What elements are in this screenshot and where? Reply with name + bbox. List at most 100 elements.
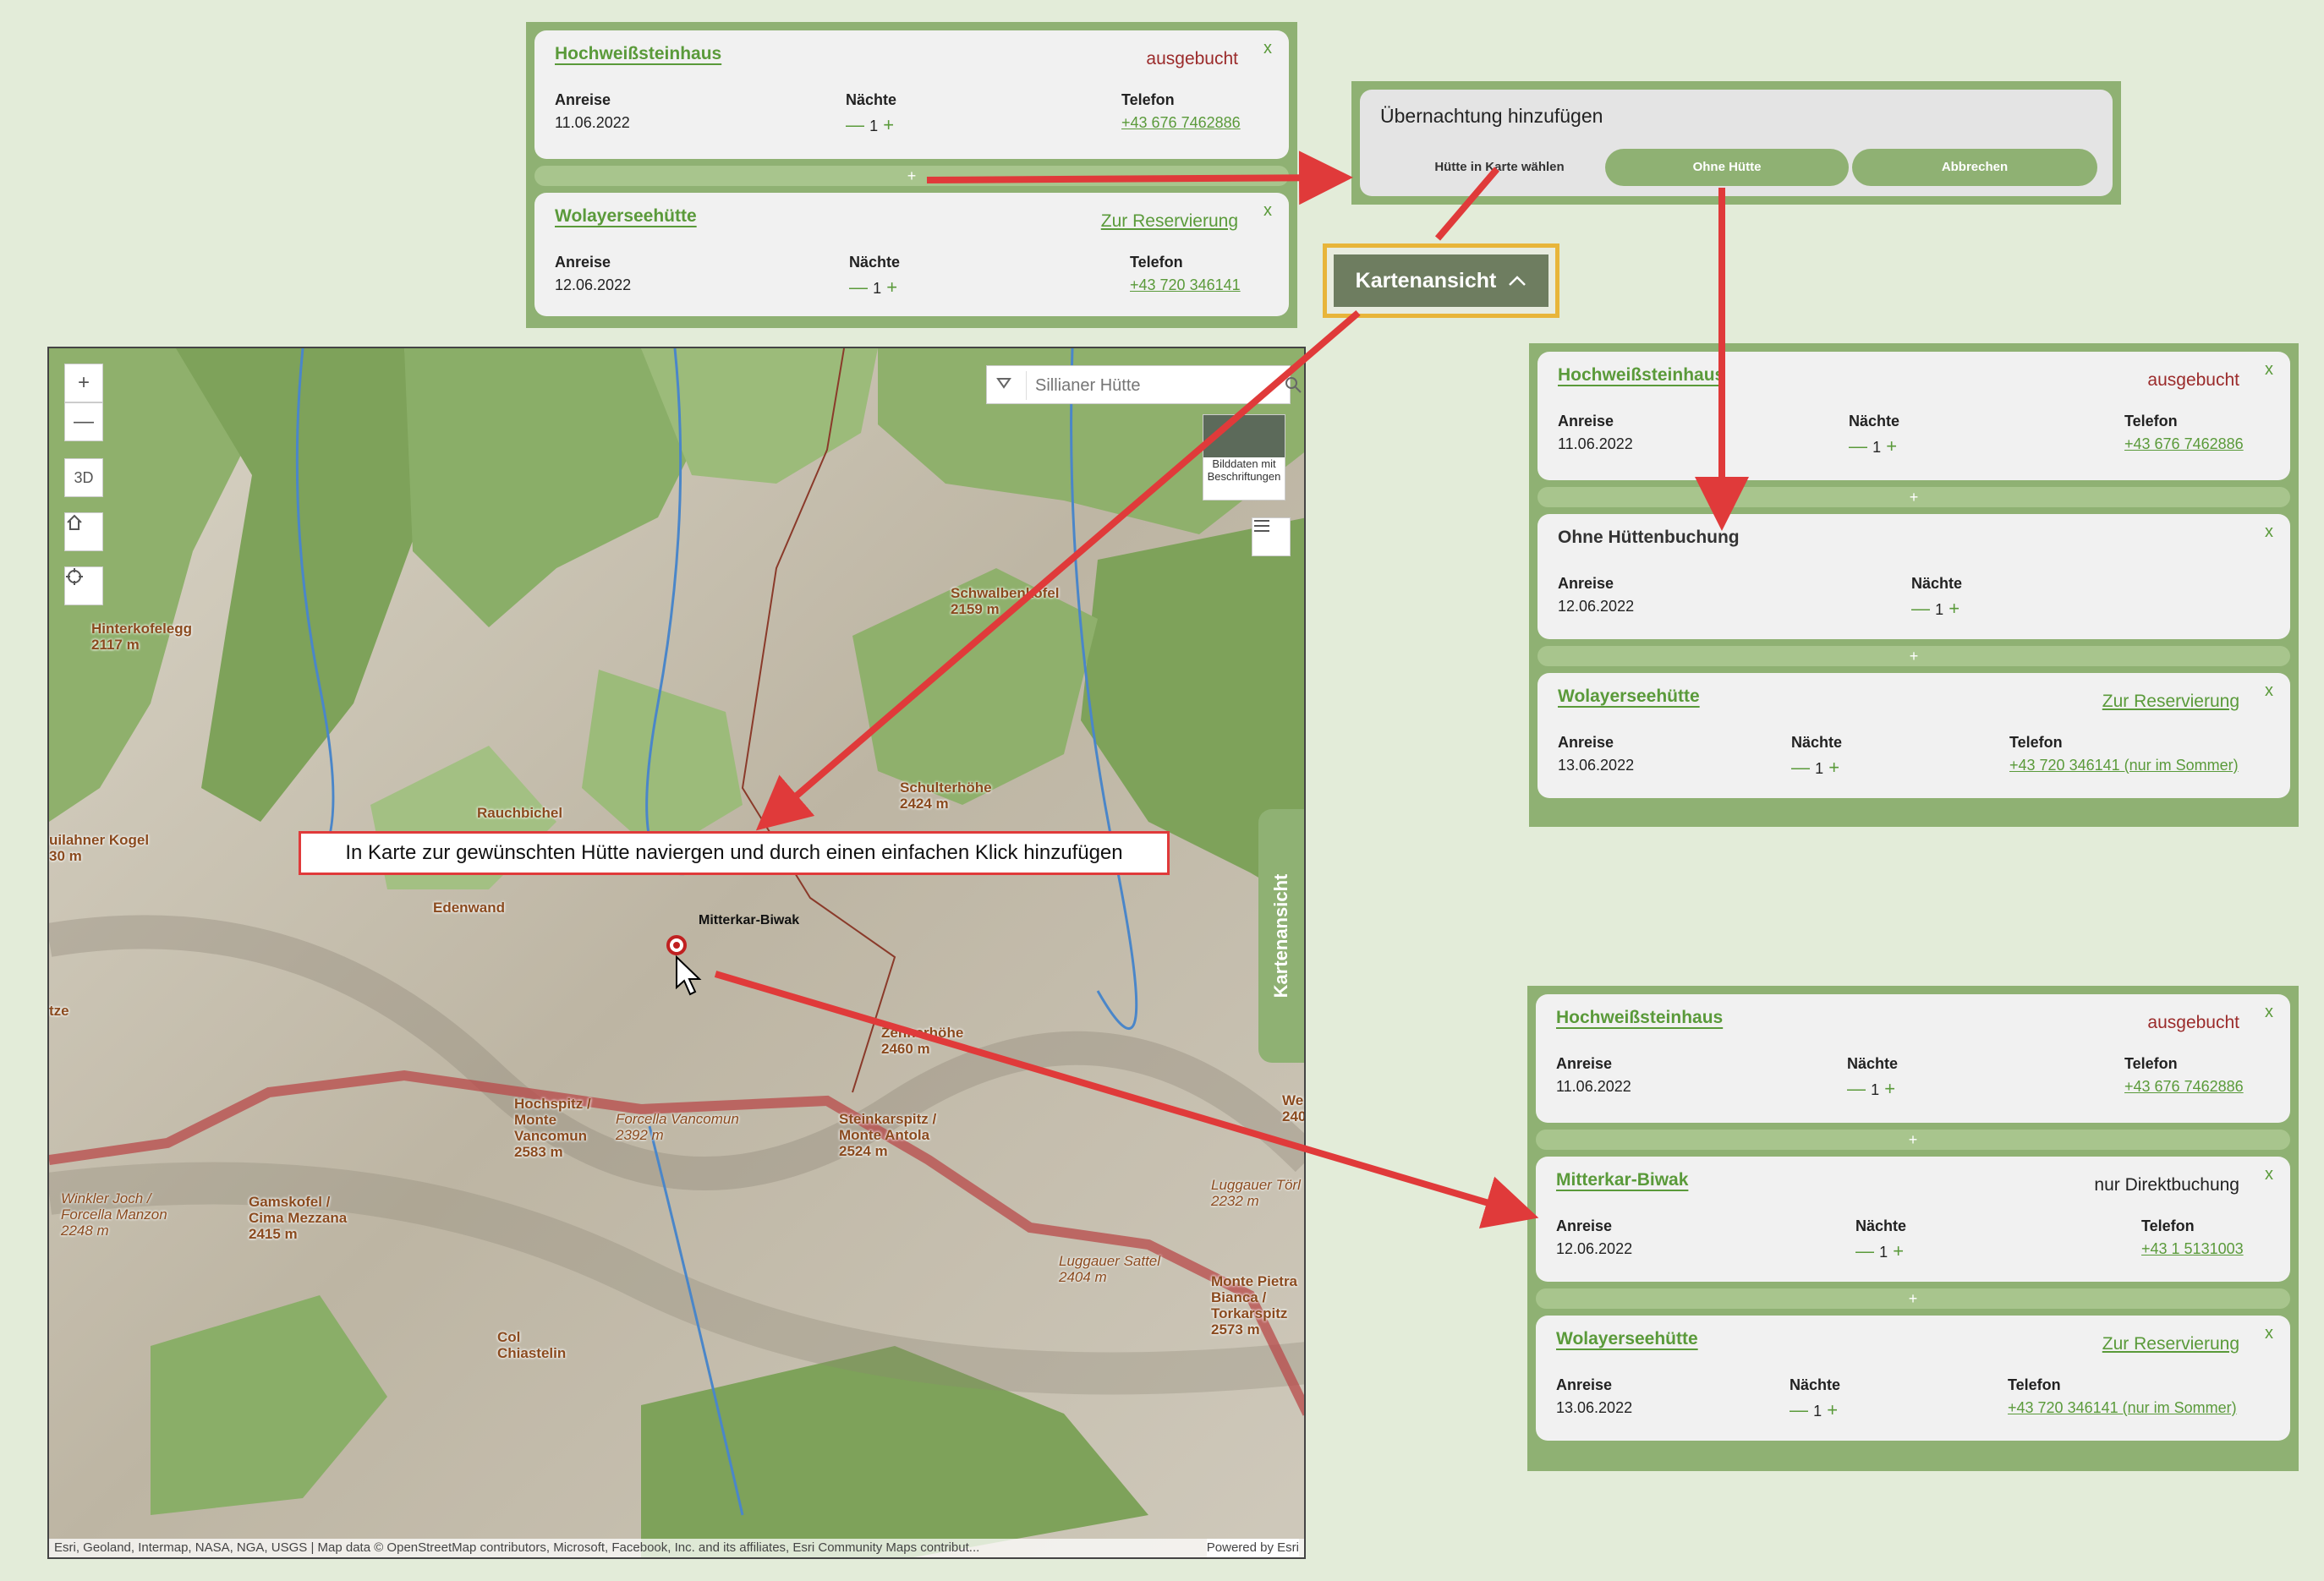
arrival-date: 11.06.2022	[555, 114, 630, 131]
hut-title-link[interactable]: Hochweißsteinhaus	[1558, 365, 1725, 385]
minus-button[interactable]: —	[1855, 1240, 1880, 1261]
map-view-toggle-button[interactable]: Kartenansicht	[1334, 254, 1548, 307]
nights-value: 1	[873, 280, 882, 297]
3d-button[interactable]: 3D	[64, 458, 103, 497]
map-label: tze	[49, 1003, 69, 1019]
arrival-date: 12.06.2022	[1558, 598, 1635, 615]
search-input[interactable]	[1026, 371, 1250, 400]
nights-label: Nächte	[1911, 575, 1963, 592]
plus-button[interactable]: +	[1822, 1399, 1839, 1420]
close-icon[interactable]: x	[2265, 1003, 2273, 1021]
map-view-side-tab[interactable]: Kartenansicht	[1258, 809, 1304, 1063]
nights-value: 1	[1871, 1081, 1880, 1098]
nights-value: 1	[869, 118, 879, 134]
phone-link[interactable]: +43 720 346141	[1130, 276, 1241, 293]
plus-button[interactable]: +	[1881, 435, 1898, 457]
close-icon[interactable]: x	[1263, 39, 1272, 57]
hut-title-link[interactable]: Wolayerseehütte	[1556, 1329, 1698, 1348]
choose-hut-on-map-button[interactable]: Hütte in Karte wählen	[1434, 160, 1565, 174]
minus-button[interactable]: —	[1847, 1078, 1872, 1099]
hut-card: Wolayerseehütte Zur Reservierung x Anrei…	[1537, 673, 2290, 798]
without-hut-button[interactable]: Ohne Hütte	[1605, 149, 1849, 186]
menu-icon[interactable]	[1252, 517, 1291, 556]
add-overnight-button[interactable]: +	[534, 166, 1289, 186]
nights-label: Nächte	[1849, 413, 1900, 429]
map-attribution: Esri, Geoland, Intermap, NASA, NGA, USGS…	[49, 1539, 1304, 1557]
powered-by: Powered by Esri	[1206, 1539, 1299, 1557]
minus-button[interactable]: —	[846, 114, 870, 135]
map-view-highlight: Kartenansicht	[1323, 243, 1559, 318]
reservation-link[interactable]: Zur Reservierung	[2102, 692, 2239, 711]
plus-button[interactable]: +	[1823, 757, 1840, 778]
nights-value: 1	[1815, 760, 1824, 777]
close-icon[interactable]: x	[2265, 522, 2273, 541]
add-overnight-button[interactable]: +	[1537, 487, 2290, 507]
arrival-date: 12.06.2022	[1556, 1240, 1633, 1257]
hut-label-selected[interactable]: Mitterkar-Biwak	[699, 913, 800, 927]
nights-value: 1	[1813, 1403, 1822, 1420]
hut-title-link[interactable]: Mitterkar-Biwak	[1556, 1170, 1689, 1190]
zoom-in-button[interactable]: +	[64, 364, 103, 402]
reservation-link[interactable]: Zur Reservierung	[1100, 211, 1238, 231]
close-icon[interactable]: x	[2265, 1165, 2273, 1184]
map-search	[986, 365, 1302, 404]
phone-label: Telefon	[1121, 91, 1175, 108]
basemap-thumbnail	[1203, 415, 1285, 457]
add-overnight-button[interactable]: +	[1536, 1130, 2290, 1150]
close-icon[interactable]: x	[1263, 201, 1272, 220]
minus-button[interactable]: —	[1791, 757, 1816, 778]
minus-button[interactable]: —	[1911, 598, 1936, 619]
nights-label: Nächte	[849, 254, 901, 271]
close-icon[interactable]: x	[2265, 360, 2273, 379]
nights-value: 1	[1872, 439, 1882, 456]
zoom-out-button[interactable]: —	[64, 402, 103, 441]
close-icon[interactable]: x	[2265, 681, 2273, 700]
phone-label: Telefon	[2124, 1055, 2178, 1072]
phone-label: Telefon	[1130, 254, 1183, 271]
phone-link[interactable]: +43 1 5131003	[2141, 1240, 2244, 1257]
plus-button[interactable]: +	[1943, 598, 1960, 619]
minus-button[interactable]: —	[1849, 435, 1873, 457]
hut-title-link[interactable]: Hochweißsteinhaus	[1556, 1008, 1724, 1027]
plus-button[interactable]: +	[881, 276, 898, 298]
search-dropdown-icon[interactable]	[995, 375, 1017, 397]
phone-link[interactable]: +43 676 7462886	[1121, 114, 1241, 131]
phone-link[interactable]: +43 720 346141 (nur im Sommer)	[2009, 757, 2239, 774]
phone-link[interactable]: +43 676 7462886	[2124, 1078, 2244, 1095]
plus-button[interactable]: +	[878, 114, 895, 135]
add-overnight-button[interactable]: +	[1537, 646, 2290, 666]
reservation-link[interactable]: Zur Reservierung	[2102, 1334, 2239, 1354]
basemap-switcher[interactable]: Bilddaten mit Beschriftungen	[1203, 414, 1285, 501]
phone-label: Telefon	[2008, 1376, 2061, 1393]
home-icon[interactable]	[64, 512, 103, 551]
phone-link[interactable]: +43 676 7462886	[2124, 435, 2244, 452]
minus-button[interactable]: —	[1790, 1399, 1814, 1420]
phone-link[interactable]: +43 720 346141 (nur im Sommer)	[2008, 1399, 2237, 1416]
topo-map[interactable]: + — 3D Bilddaten mit Beschriftungen Hint…	[47, 347, 1306, 1559]
plus-button[interactable]: +	[1879, 1078, 1896, 1099]
add-overnight-button[interactable]: +	[1536, 1288, 2290, 1309]
hut-title-link[interactable]: Wolayerseehütte	[1558, 687, 1700, 706]
close-icon[interactable]: x	[2265, 1324, 2273, 1343]
locate-icon[interactable]	[64, 566, 103, 605]
nights-label: Nächte	[1790, 1376, 1841, 1393]
hut-title-link[interactable]: Hochweißsteinhaus	[555, 44, 722, 63]
plus-button[interactable]: +	[1888, 1240, 1905, 1261]
minus-button[interactable]: —	[849, 276, 874, 298]
arrival-date: 11.06.2022	[1558, 435, 1633, 452]
hut-title-link[interactable]: Wolayerseehütte	[555, 206, 697, 226]
dialog-title: Übernachtung hinzufügen	[1380, 105, 1603, 127]
phone-label: Telefon	[2124, 413, 2178, 429]
no-hut-title: Ohne Hüttenbuchung	[1558, 528, 1740, 547]
cancel-button[interactable]: Abbrechen	[1852, 149, 2097, 186]
